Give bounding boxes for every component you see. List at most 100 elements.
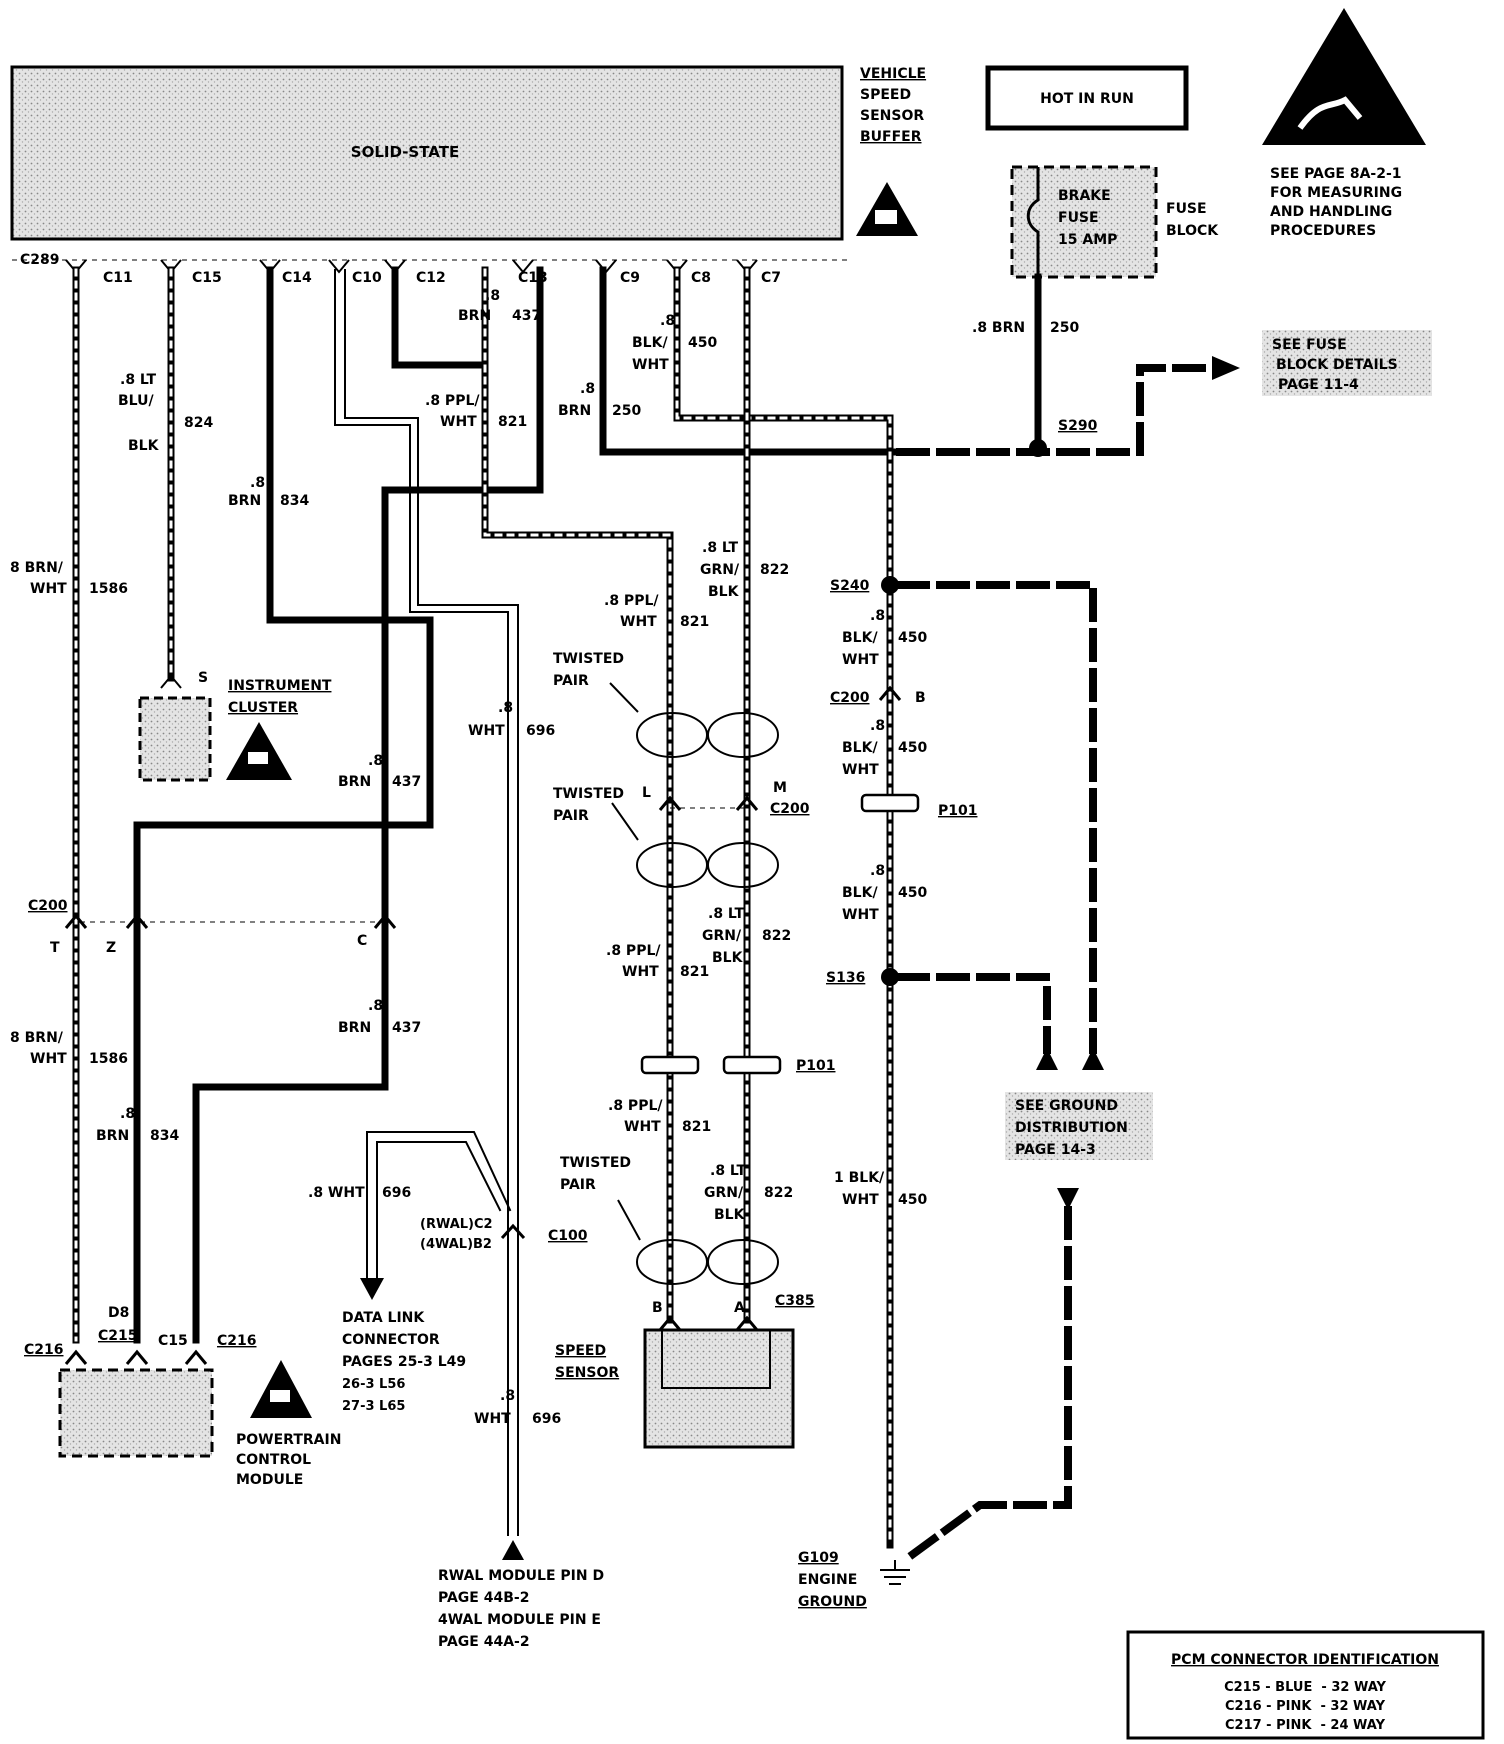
svg-text:BRN: BRN <box>228 493 261 509</box>
svg-text:BLK/: BLK/ <box>842 740 878 756</box>
svg-text:C385: C385 <box>775 1293 815 1309</box>
splices: S290 S240 S136 <box>826 418 1098 986</box>
svg-text:.8: .8 <box>498 700 513 716</box>
svg-text:C200: C200 <box>830 690 870 706</box>
pin-c7: C7 <box>761 270 781 286</box>
fuse-line-3: 15 AMP <box>1058 232 1117 248</box>
svg-text:M: M <box>773 780 787 796</box>
svg-text:C15: C15 <box>158 1333 188 1349</box>
fbd-1: SEE FUSE <box>1272 337 1347 353</box>
svg-text:WHT: WHT <box>842 762 879 778</box>
esd-icon <box>226 722 292 780</box>
svg-text:696: 696 <box>382 1185 411 1201</box>
c200-label: C200 <box>28 898 68 914</box>
svg-text:.8: .8 <box>485 288 500 304</box>
svg-text:BRN: BRN <box>458 308 491 324</box>
pin-c14: C14 <box>282 270 312 286</box>
svg-text:WHT: WHT <box>842 1192 879 1208</box>
pin-c12: C12 <box>416 270 446 286</box>
svg-text:BLK: BLK <box>714 1207 746 1223</box>
pin-c15: C15 <box>192 270 222 286</box>
svg-text:.8 PPL/: .8 PPL/ <box>606 943 661 959</box>
p101-label: P101 <box>796 1058 835 1074</box>
powertrain-control-module: C216 D8 C215 C15 C216 POWERTRAIN CONTROL… <box>24 1305 341 1488</box>
svg-text:T: T <box>50 940 60 956</box>
svg-text:.8: .8 <box>580 381 595 397</box>
svg-text:821: 821 <box>680 964 709 980</box>
svg-text:.8: .8 <box>660 313 675 329</box>
vehicle-speed-sensor-buffer: SOLID-STATE VEHICLE SPEED SENSOR BUFFER <box>10 65 926 241</box>
svg-text:821: 821 <box>498 414 527 430</box>
buffer-title-3: SENSOR <box>860 108 924 124</box>
svg-text:PAGE 44B-2: PAGE 44B-2 <box>438 1590 529 1606</box>
svg-text:.8: .8 <box>870 863 885 879</box>
svg-text:TWISTED: TWISTED <box>553 786 624 802</box>
svg-text:C200: C200 <box>770 801 810 817</box>
svg-text:250: 250 <box>612 403 641 419</box>
hot-in-run-label: HOT IN RUN <box>1040 91 1134 107</box>
svg-text:RWAL MODULE PIN D: RWAL MODULE PIN D <box>438 1568 604 1584</box>
svg-text:27-3 L65: 27-3 L65 <box>342 1399 405 1414</box>
svg-text:DATA LINK: DATA LINK <box>342 1310 425 1326</box>
svg-text:834: 834 <box>280 493 309 509</box>
c100-connector: (RWAL)C2 (4WAL)B2 C100 <box>420 1217 588 1252</box>
svg-text:BLK/: BLK/ <box>842 885 878 901</box>
svg-text:BLK: BLK <box>128 438 160 454</box>
svg-text:26-3 L56: 26-3 L56 <box>342 1377 405 1392</box>
svg-text:.8 LT: .8 LT <box>710 1163 747 1179</box>
svg-text:TWISTED: TWISTED <box>553 651 624 667</box>
wire-labels: 8 BRN/ WHT 1586 8 BRN/ WHT 1586 .8 LT BL… <box>10 288 1079 1427</box>
svg-text:PAGES 25-3 L49: PAGES 25-3 L49 <box>342 1354 466 1370</box>
esd-icon <box>1262 8 1426 145</box>
svg-text:437: 437 <box>392 774 421 790</box>
cluster-line-2: CLUSTER <box>228 700 298 716</box>
svg-text:WHT: WHT <box>632 357 669 373</box>
pin-c11: C11 <box>103 270 133 286</box>
svg-text:WHT: WHT <box>440 414 477 430</box>
svg-text:WHT: WHT <box>468 723 505 739</box>
buffer-pins: C289 C11 C15 C14 C10 C12 C13 C9 C8 C7 <box>20 252 781 286</box>
svg-text:250: 250 <box>1050 320 1079 336</box>
svg-text:437: 437 <box>392 1020 421 1036</box>
svg-text:.8 LT: .8 LT <box>120 372 157 388</box>
fuse-line-2: FUSE <box>1058 210 1099 226</box>
svg-text:.8: .8 <box>368 998 383 1014</box>
svg-text:WHT: WHT <box>30 1051 67 1067</box>
svg-text:.8: .8 <box>120 1106 135 1122</box>
svg-text:.8: .8 <box>250 475 265 491</box>
buffer-title-1: VEHICLE <box>860 66 926 82</box>
fuse-block-2: BLOCK <box>1166 223 1219 239</box>
svg-text:WHT: WHT <box>622 964 659 980</box>
svg-text:BRN: BRN <box>558 403 591 419</box>
svg-text:450: 450 <box>898 885 927 901</box>
svg-text:BRN: BRN <box>338 774 371 790</box>
svg-text:BRN: BRN <box>96 1128 129 1144</box>
brake-fuse: BRAKE FUSE 15 AMP FUSE BLOCK <box>1010 165 1219 279</box>
hot-in-run-box: HOT IN RUN <box>985 65 1189 131</box>
ground-distribution-ref: SEE GROUND DISTRIBUTION PAGE 14-3 <box>1005 1092 1153 1160</box>
svg-text:.8 PPL/: .8 PPL/ <box>425 393 480 409</box>
svg-text:.8 LT: .8 LT <box>702 540 739 556</box>
svg-text:WHT: WHT <box>842 907 879 923</box>
svg-text:821: 821 <box>680 614 709 630</box>
twisted-pair-symbols <box>609 682 779 1285</box>
arrow-right-icon <box>1212 356 1240 380</box>
buffer-title-2: SPEED <box>860 87 911 103</box>
svg-text:8 BRN/: 8 BRN/ <box>10 560 64 576</box>
svg-text:GRN/: GRN/ <box>702 928 742 944</box>
esd-note-1: SEE PAGE 8A-2-1 <box>1270 166 1402 182</box>
p101-connectors <box>640 793 920 1075</box>
svg-text:DISTRIBUTION: DISTRIBUTION <box>1015 1120 1128 1136</box>
legend-title: PCM CONNECTOR IDENTIFICATION <box>1171 1652 1439 1668</box>
svg-text:.8: .8 <box>870 608 885 624</box>
svg-text:ENGINE: ENGINE <box>798 1572 857 1588</box>
svg-text:CONTROL: CONTROL <box>236 1452 311 1468</box>
svg-text:PAIR: PAIR <box>553 673 589 689</box>
buffer-body-label: SOLID-STATE <box>351 143 459 161</box>
pin-c289: C289 <box>20 252 60 268</box>
svg-text:.8 PPL/: .8 PPL/ <box>604 593 659 609</box>
svg-text:MODULE: MODULE <box>236 1472 303 1488</box>
pin-c10: C10 <box>352 270 382 286</box>
fbd-2: BLOCK DETAILS <box>1276 357 1398 373</box>
